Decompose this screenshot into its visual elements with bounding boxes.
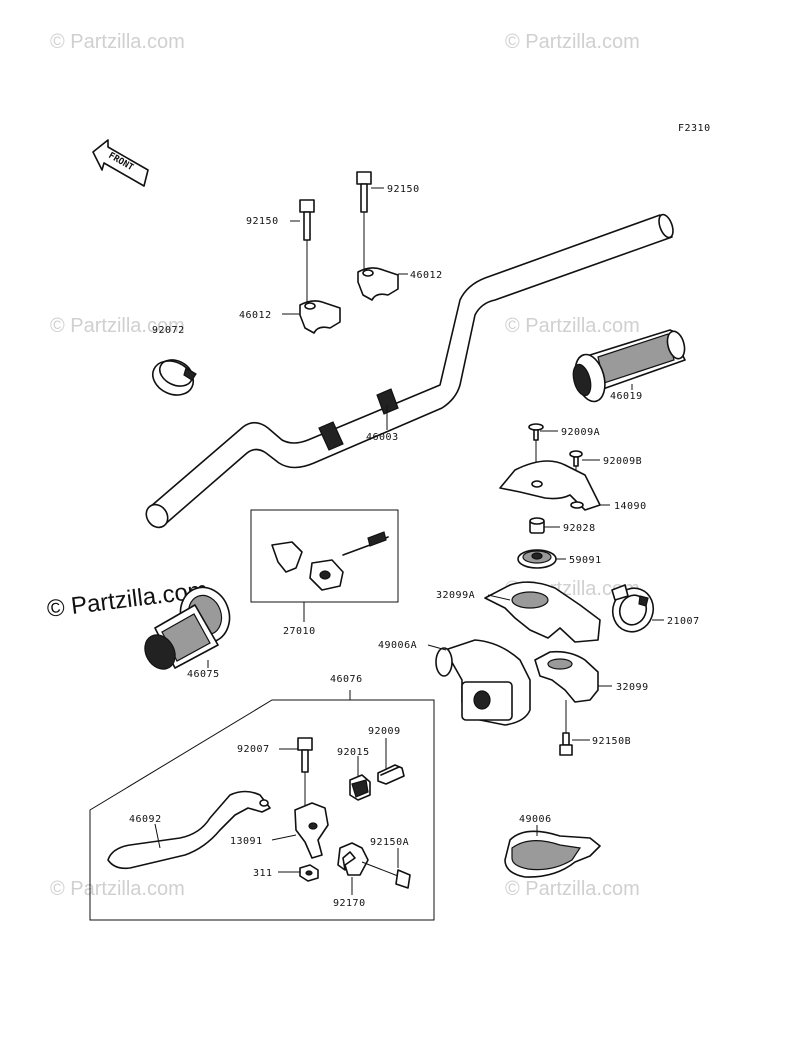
watermark-text: © Partzilla.com [50, 878, 185, 900]
part-label: 92015 [337, 747, 370, 758]
part-label: 49006A [378, 640, 417, 651]
left-grip-46075 [144, 586, 231, 670]
part-label: 13091 [230, 836, 263, 847]
pulley-59091 [517, 549, 557, 569]
part-label: 92028 [563, 523, 596, 534]
part-label: 49006 [519, 814, 552, 825]
part-label: 14090 [614, 501, 647, 512]
part-label: 46012 [239, 310, 272, 321]
part-label: 92009A [561, 427, 600, 438]
watermark-text: © Partzilla.com [505, 31, 640, 53]
part-label: 92009 [368, 726, 401, 737]
clip-band-92072 [152, 359, 197, 396]
part-label: 92150B [592, 736, 631, 747]
throttle-grip-46019 [572, 329, 686, 403]
part-label: 92072 [152, 325, 185, 336]
part-label: 32099 [616, 682, 649, 693]
lever-assembly-46076 [89, 690, 435, 921]
front-arrow-icon: FRONT [92, 139, 149, 187]
part-label: 92170 [333, 898, 366, 909]
part-label: 92150 [387, 184, 420, 195]
part-label: 46092 [129, 814, 162, 825]
watermark-text: © Partzilla.com [505, 315, 640, 337]
bolt-92150-left [299, 199, 315, 302]
part-label: 46075 [187, 669, 220, 680]
clamp-46012-right [357, 267, 399, 301]
clamp-46012-left [299, 300, 341, 334]
cover-14090 [499, 460, 601, 511]
handlebar [145, 213, 674, 529]
throttle-cap-49006 [504, 825, 601, 878]
part-label: 46076 [330, 674, 363, 685]
part-label: 92150A [370, 837, 409, 848]
part-label: 46019 [610, 391, 643, 402]
housing-32099 [534, 650, 599, 703]
part-label: 46012 [410, 270, 443, 281]
part-label: 92007 [237, 744, 270, 755]
part-label: 92150 [246, 216, 279, 227]
part-label: 21007 [667, 616, 700, 627]
part-label: 46003 [366, 432, 399, 443]
part-label: 27010 [283, 626, 316, 637]
part-label: 311 [253, 868, 273, 879]
part-label: 32099A [436, 590, 475, 601]
bolt-92150B [559, 700, 573, 756]
part-label: 92009B [603, 456, 642, 467]
watermark-text: © Partzilla.com [50, 315, 185, 337]
diagram-code: F2310 [678, 123, 711, 134]
watermark-text: © Partzilla.com [50, 31, 185, 53]
housing-32099A [484, 581, 601, 643]
part-labels: 92150 92150 46012 46012 92072 46003 4601… [129, 184, 700, 909]
switch-kit-27010 [250, 509, 399, 622]
watermark-text: © Partzilla.com [505, 878, 640, 900]
leader-lines [154, 187, 664, 873]
throttle-tube-49006A [435, 639, 531, 726]
bolt-92150-right [356, 171, 372, 270]
cable-ring-21007 [611, 584, 655, 633]
part-label: 59091 [569, 555, 602, 566]
collar-92028 [529, 517, 545, 534]
